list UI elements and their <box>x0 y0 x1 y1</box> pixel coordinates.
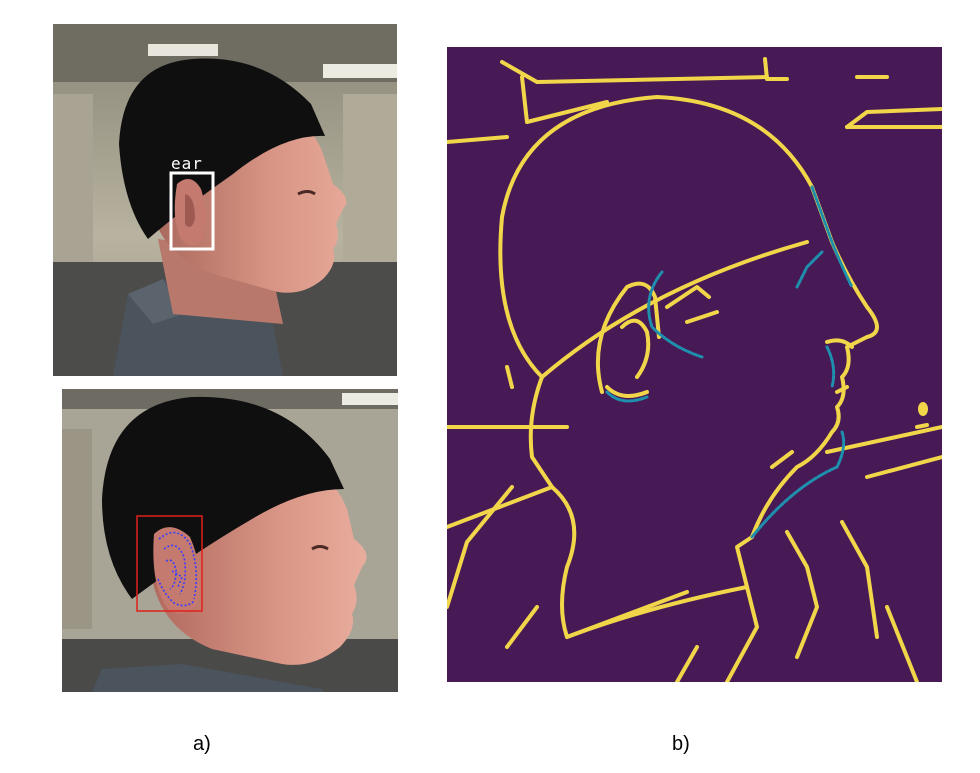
edge-map <box>447 47 942 682</box>
head-photo-detection-drawing <box>53 24 397 376</box>
edge-map-drawing <box>447 47 942 682</box>
head-photo-detection: ear <box>53 24 397 376</box>
head-photo-landmarks-drawing <box>62 389 398 692</box>
caption-b: b) <box>672 733 690 755</box>
head-photo-landmarks <box>62 389 398 692</box>
caption-a: a) <box>193 733 211 755</box>
ear-label: ear <box>171 154 203 173</box>
